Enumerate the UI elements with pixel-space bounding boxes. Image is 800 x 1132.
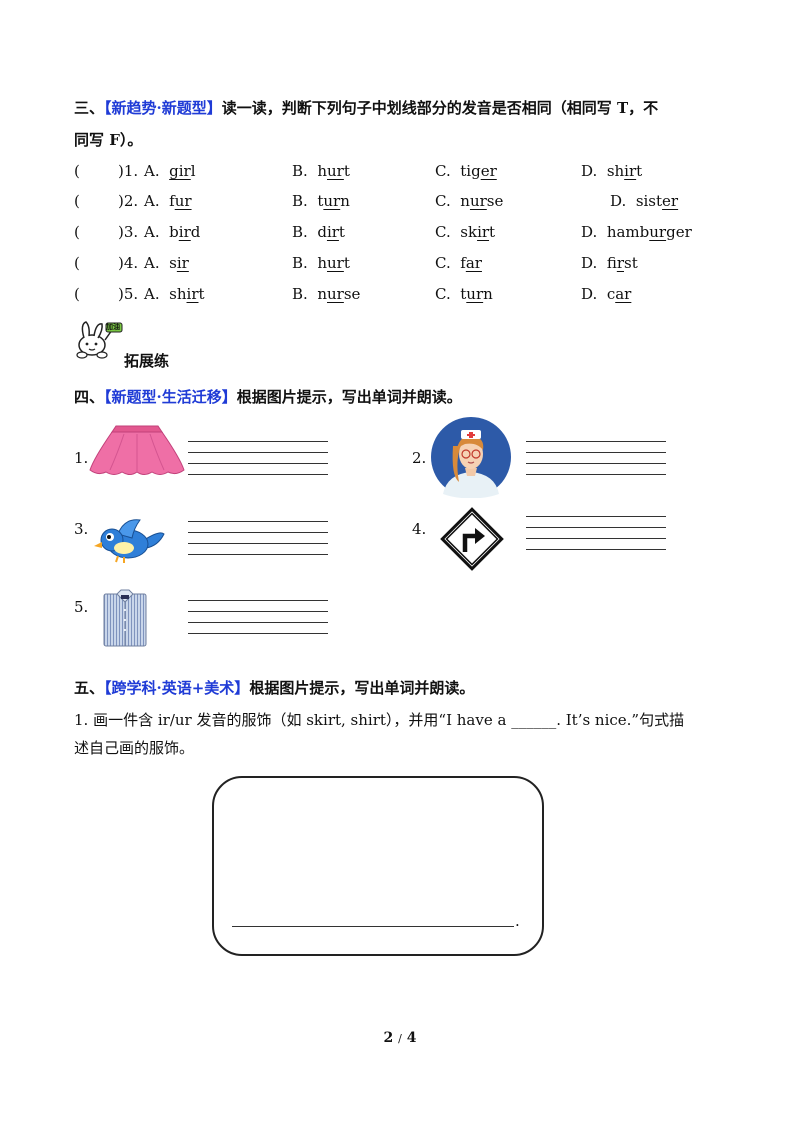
option-d: D. hamburger	[581, 223, 692, 241]
underlined-letters: ur	[469, 192, 487, 210]
underlined-letters: ur	[466, 285, 484, 303]
option-c: C. far	[435, 254, 482, 272]
section3-number: 三、	[74, 99, 105, 117]
item-number: 2.	[412, 449, 427, 467]
answer-lines-3[interactable]	[188, 511, 328, 555]
section3-heading: 三、【新趋势·新题型】读一读，判断下列句子中划线部分的发音是否相同（相同写 T，…	[74, 92, 658, 124]
option-b: B. turn	[292, 192, 350, 210]
question-number[interactable]: ( )4.	[74, 254, 139, 272]
option-c: C. skirt	[435, 223, 496, 241]
section4-tag: 【新题型·生活迁移】	[104, 388, 237, 406]
answer-lines-5[interactable]	[188, 590, 328, 634]
underlined-letters: ir	[477, 223, 490, 241]
item-number: 3.	[74, 520, 89, 538]
turn-right-sign-picture	[440, 507, 504, 571]
option-d: D. shirt	[581, 162, 643, 180]
option-d: D. car	[581, 285, 632, 303]
option-b: B. hurt	[292, 162, 350, 180]
underlined-letters: ur	[327, 162, 344, 180]
underlined-letters: ur	[327, 254, 344, 272]
item-number: 1.	[74, 449, 89, 467]
option-a: A. fur	[144, 192, 192, 210]
option-a: A. girl	[144, 162, 196, 180]
underlined-letters: gir	[169, 162, 191, 180]
section5-number: 五、	[74, 679, 105, 697]
drawing-box[interactable]	[212, 776, 544, 956]
underlined-letters: er	[480, 162, 497, 180]
section4-instruction: 根据图片提示，写出单词并朗读。	[236, 388, 462, 406]
sentence-end-period: .	[515, 912, 520, 930]
underlined-letters: ir	[616, 254, 624, 272]
option-b: B. nurse	[292, 285, 361, 303]
underlined-letters: ar	[615, 285, 632, 303]
underlined-letters: ir	[326, 223, 339, 241]
underlined-letters: ar	[465, 254, 482, 272]
answer-lines-4[interactable]	[526, 506, 666, 550]
answer-lines-1[interactable]	[188, 431, 328, 475]
section3-instruction: 读一读，判断下列句子中划线部分的发音是否相同（相同写 T，不	[221, 99, 659, 117]
section4-number: 四、	[74, 388, 105, 406]
section4-heading: 四、【新题型·生活迁移】根据图片提示，写出单词并朗读。	[74, 381, 462, 413]
option-b: B. hurt	[292, 254, 350, 272]
question-number[interactable]: ( )1.	[74, 162, 139, 180]
section3-instruction-cont: 同写 F）。	[74, 131, 143, 149]
underlined-letters: ir	[176, 254, 189, 272]
underlined-letters: er	[662, 192, 679, 210]
section5-instruction: 根据图片提示，写出单词并朗读。	[249, 679, 475, 697]
option-a: A. bird	[144, 223, 201, 241]
bunny-sign-text: 加油	[106, 322, 120, 331]
section5-task: 1. 画一件含 ir/ur 发音的服饰（如 skirt, shirt），并用“I…	[74, 711, 685, 729]
section5-task-cont: 述自己画的服饰。	[74, 739, 195, 757]
underlined-letters: ur	[327, 285, 344, 303]
underlined-letters: ur	[323, 192, 341, 210]
question-number[interactable]: ( )3.	[74, 223, 139, 241]
page-number: 2 / 4	[383, 1030, 417, 1046]
bird-picture	[94, 519, 165, 563]
underlined-letters: ur	[649, 223, 667, 241]
extension-label: 拓展练	[124, 352, 170, 370]
underlined-letters: ir	[178, 223, 191, 241]
question-number[interactable]: ( )5.	[74, 285, 139, 303]
underlined-letters: ir	[624, 162, 637, 180]
bunny-cheer-icon	[76, 321, 123, 359]
shirt-picture	[103, 589, 147, 647]
question-number[interactable]: ( )2.	[74, 192, 139, 210]
answer-lines-2[interactable]	[526, 431, 666, 475]
option-c: C. tiger	[435, 162, 497, 180]
option-c: C. turn	[435, 285, 493, 303]
option-d: D. sister	[610, 192, 679, 210]
section5-heading: 五、【跨学科·英语+美术】根据图片提示，写出单词并朗读。	[74, 672, 474, 704]
sentence-answer-line[interactable]	[232, 912, 514, 927]
option-d: D. first	[581, 254, 638, 272]
option-b: B. dirt	[292, 223, 345, 241]
option-c: C. nurse	[435, 192, 504, 210]
section5-tag: 【跨学科·英语+美术】	[104, 679, 250, 697]
option-a: A. sir	[144, 254, 189, 272]
nurse-picture	[431, 417, 511, 498]
underlined-letters: ur	[174, 192, 192, 210]
option-a: A. shirt	[144, 285, 205, 303]
item-number: 4.	[412, 520, 427, 538]
skirt-picture	[89, 425, 185, 475]
section3-tag: 【新趋势·新题型】	[104, 99, 222, 117]
item-number: 5.	[74, 598, 89, 616]
underlined-letters: ir	[186, 285, 199, 303]
